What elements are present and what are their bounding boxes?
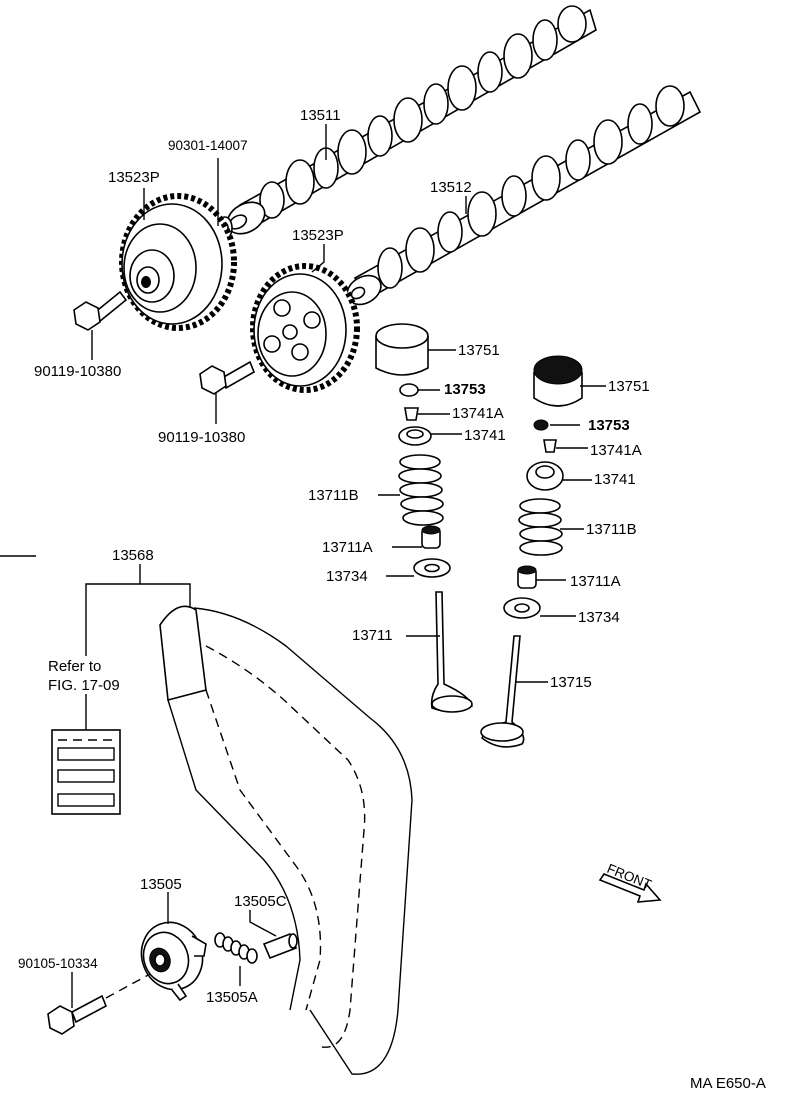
- label-valve-1: 13711: [352, 627, 393, 644]
- valve-spring-1[interactable]: [398, 454, 444, 526]
- valve-spring-2[interactable]: [518, 498, 563, 556]
- bolt-90119-10380-2[interactable]: [199, 360, 256, 395]
- label-washer-2: 13734: [578, 609, 620, 626]
- bolt-axis-line: [105, 973, 151, 999]
- label-plug: 90301-14007: [168, 138, 248, 153]
- label-seal-1: 13711A: [322, 539, 373, 556]
- label-keeper-1: 13741A: [452, 405, 504, 422]
- label-diagram-code: MA E650-A: [690, 1075, 766, 1092]
- label-tensioner: 13505: [140, 876, 182, 893]
- label-retainer-2: 13741: [594, 471, 636, 488]
- label-camshaft-1: 13511: [300, 107, 341, 124]
- label-keeper-2: 13741A: [590, 442, 642, 459]
- label-refer-line2: FIG. 17-09: [48, 677, 120, 694]
- bolt-90119-10380-1[interactable]: [73, 290, 128, 331]
- shim-1[interactable]: [399, 383, 419, 397]
- valve-13715[interactable]: [480, 635, 525, 748]
- camshaft-pulley-2[interactable]: [250, 263, 360, 393]
- retainer-2[interactable]: [526, 461, 564, 491]
- label-spring-1: 13711B: [308, 487, 359, 504]
- label-lifter-2: 13751: [608, 378, 650, 395]
- label-retainer-1: 13741: [464, 427, 506, 444]
- tensioner-pulley-13505[interactable]: [132, 914, 212, 1002]
- label-shim-2: 13753: [588, 417, 630, 434]
- shim-2[interactable]: [533, 419, 549, 431]
- label-pulley-1: 13523P: [108, 169, 160, 186]
- label-camshaft-2: 13512: [430, 179, 472, 196]
- keeper-2[interactable]: [543, 439, 557, 453]
- label-seal-2: 13711A: [570, 573, 621, 590]
- washer-1[interactable]: [413, 558, 451, 578]
- leader-lines: [0, 124, 606, 1008]
- label-refer-line1: Refer to: [48, 658, 101, 675]
- label-belt: 13568: [112, 547, 154, 564]
- washer-2[interactable]: [503, 597, 541, 619]
- camshaft-pulley-1[interactable]: [119, 193, 237, 331]
- valve-seal-1[interactable]: [421, 525, 441, 549]
- camshaft-13512[interactable]: [342, 85, 702, 310]
- label-washer-1: 13734: [326, 568, 368, 585]
- tensioner-spring-13505A[interactable]: [214, 932, 258, 964]
- label-bolt-1: 90119-10380: [34, 363, 121, 380]
- valve-13711[interactable]: [430, 591, 473, 713]
- tensioner-bolt-90105-10334[interactable]: [47, 994, 108, 1035]
- valve-lifter-1[interactable]: [375, 323, 429, 376]
- label-tensioner-pin: 13505C: [234, 893, 287, 910]
- keeper-1[interactable]: [404, 407, 419, 421]
- label-tensioner-bolt: 90105-10334: [18, 956, 98, 971]
- label-shim-1: 13753: [444, 381, 486, 398]
- camshaft-13511[interactable]: [222, 5, 597, 240]
- reference-box: [51, 729, 121, 815]
- front-arrow-icon: [598, 873, 662, 903]
- part-labels: 13511 90301-14007 13523P 13512 13523P 90…: [18, 107, 766, 1092]
- label-spring-2: 13711B: [586, 521, 637, 538]
- label-valve-2: 13715: [550, 674, 592, 691]
- tensioner-pin-13505C[interactable]: [262, 932, 298, 960]
- label-pulley-2: 13523P: [292, 227, 344, 244]
- retainer-1[interactable]: [398, 426, 432, 446]
- label-bolt-2: 90119-10380: [158, 429, 245, 446]
- label-lifter-1: 13751: [458, 342, 500, 359]
- valve-seal-2[interactable]: [517, 565, 537, 589]
- label-tensioner-spring: 13505A: [206, 989, 258, 1006]
- timing-belt-13568[interactable]: [159, 605, 413, 1075]
- valve-lifter-2[interactable]: [533, 355, 583, 407]
